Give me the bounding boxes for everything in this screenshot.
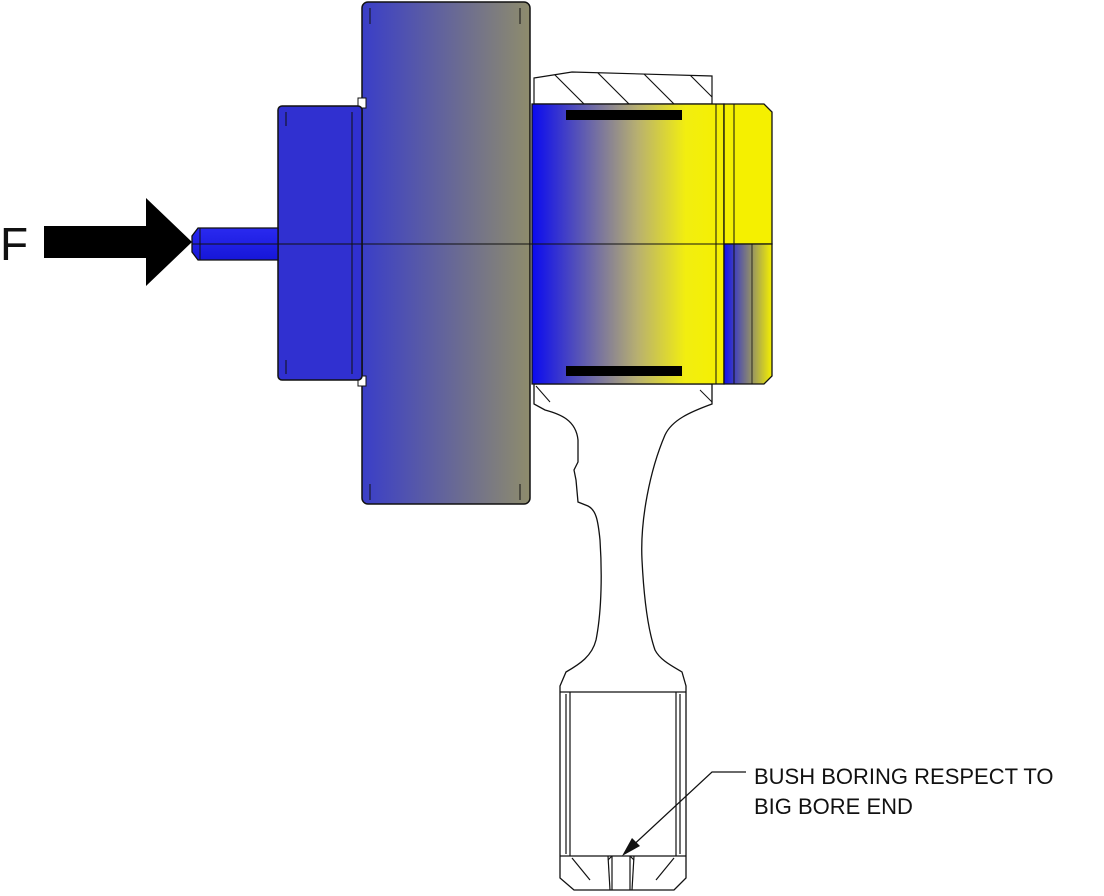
- annotation-line-2: BIG BORE END: [754, 794, 913, 819]
- annotation-line-1: BUSH BORING RESPECT TO: [754, 764, 1054, 789]
- connecting-rod-outline: [533, 383, 713, 891]
- small-end-bush: [560, 691, 686, 891]
- hub-block: [277, 105, 363, 381]
- large-disc: [357, 1, 531, 505]
- force-label: F: [0, 218, 29, 270]
- bushing-hatch-section: [533, 71, 713, 105]
- leader-arrow-icon: [622, 771, 746, 856]
- right-arrow-icon: [44, 198, 192, 286]
- end-ring: [723, 103, 773, 385]
